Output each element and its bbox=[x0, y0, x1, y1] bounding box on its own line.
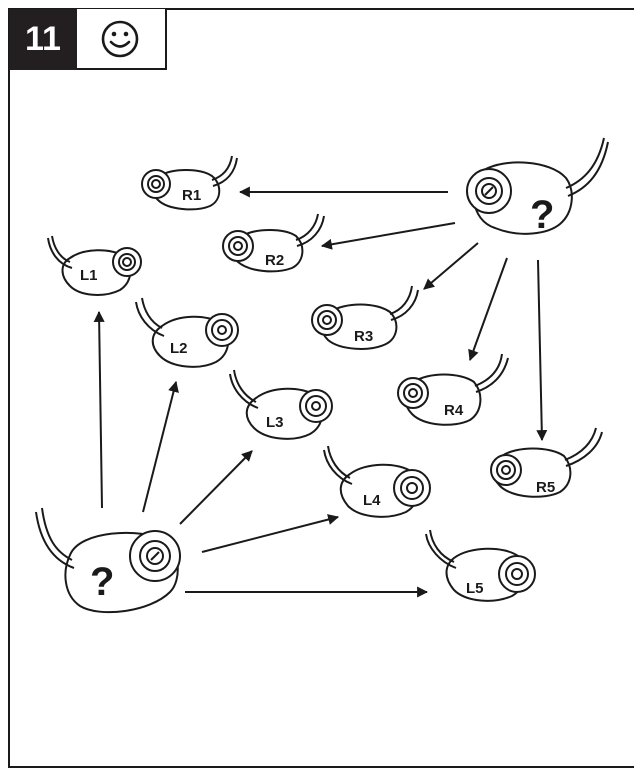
label-l5: L5 bbox=[466, 580, 484, 597]
arrow-to-l1 bbox=[93, 310, 105, 509]
arrow-to-r4 bbox=[468, 257, 508, 362]
label-l2: L2 bbox=[170, 340, 188, 357]
step-number-badge: 11 bbox=[9, 9, 77, 70]
earbud-fit-diagram: ? ? R1 R2 R3 R4 bbox=[35, 137, 609, 614]
label-r4: R4 bbox=[444, 402, 464, 419]
arrow-to-l3 bbox=[179, 450, 253, 525]
arrow-to-r3 bbox=[423, 242, 479, 290]
unknown-left-mark: ? bbox=[90, 560, 114, 604]
label-l3: L3 bbox=[266, 414, 284, 431]
arrow-to-r5 bbox=[536, 259, 548, 442]
label-r2: R2 bbox=[265, 252, 284, 269]
earbud-r2: R2 bbox=[222, 213, 325, 273]
arrow-to-l2 bbox=[142, 380, 179, 513]
smiley-box bbox=[77, 9, 167, 70]
earbud-r4: R4 bbox=[397, 353, 509, 426]
smiley-face-icon bbox=[101, 20, 139, 58]
earbud-unknown-right-icon: ? bbox=[466, 137, 609, 237]
label-r5: R5 bbox=[536, 479, 555, 496]
earbud-l5: L5 bbox=[425, 529, 536, 602]
arrow-to-l4 bbox=[201, 514, 340, 553]
earbud-l1: L1 bbox=[47, 235, 142, 296]
arrows-right bbox=[238, 186, 548, 442]
label-l1: L1 bbox=[80, 267, 98, 284]
arrows-left bbox=[93, 310, 429, 598]
earbud-r1: R1 bbox=[141, 155, 238, 211]
earbud-l4: L4 bbox=[323, 445, 431, 518]
label-l4: L4 bbox=[363, 492, 381, 509]
unknown-right-mark: ? bbox=[530, 193, 554, 237]
label-r3: R3 bbox=[354, 328, 373, 345]
earbud-r5: R5 bbox=[490, 427, 603, 498]
earbud-r3: R3 bbox=[311, 285, 419, 350]
earbud-l2: L2 bbox=[135, 297, 239, 368]
arrow-to-r2 bbox=[320, 222, 456, 250]
label-r1: R1 bbox=[182, 187, 201, 204]
earbud-unknown-left-icon: ? bbox=[35, 507, 181, 614]
earbud-l3: L3 bbox=[229, 369, 333, 440]
